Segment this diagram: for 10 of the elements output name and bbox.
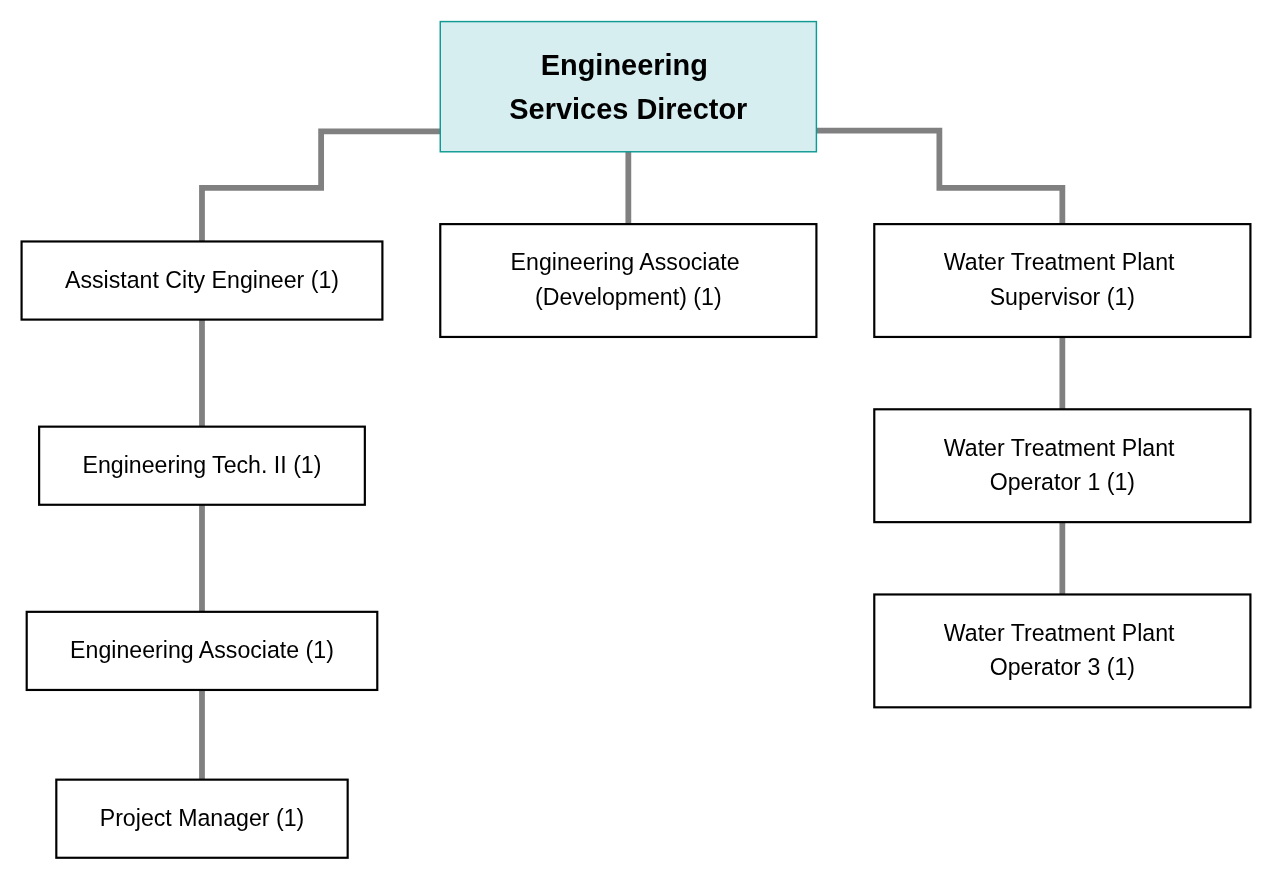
node-box xyxy=(873,408,1252,524)
node-box xyxy=(873,593,1252,709)
node-box xyxy=(439,21,818,153)
node-box xyxy=(38,425,366,507)
node-box xyxy=(25,611,379,692)
node-box xyxy=(873,223,1252,339)
node-box xyxy=(55,778,349,860)
org-chart: Engineering Services Director Assistant City Engineer (1) Engineering Associate (Development) (1) Water Treatment Plant Supervisor (1) Engineering Tech. II (1) Engineering Associate (1) Project Manager (1) Water Treatment Plant Operator 1 (1) Water Treatment Plant Operator 3 (1) xyxy=(10,10,1262,870)
node-box xyxy=(20,240,384,321)
node-box xyxy=(439,223,818,339)
